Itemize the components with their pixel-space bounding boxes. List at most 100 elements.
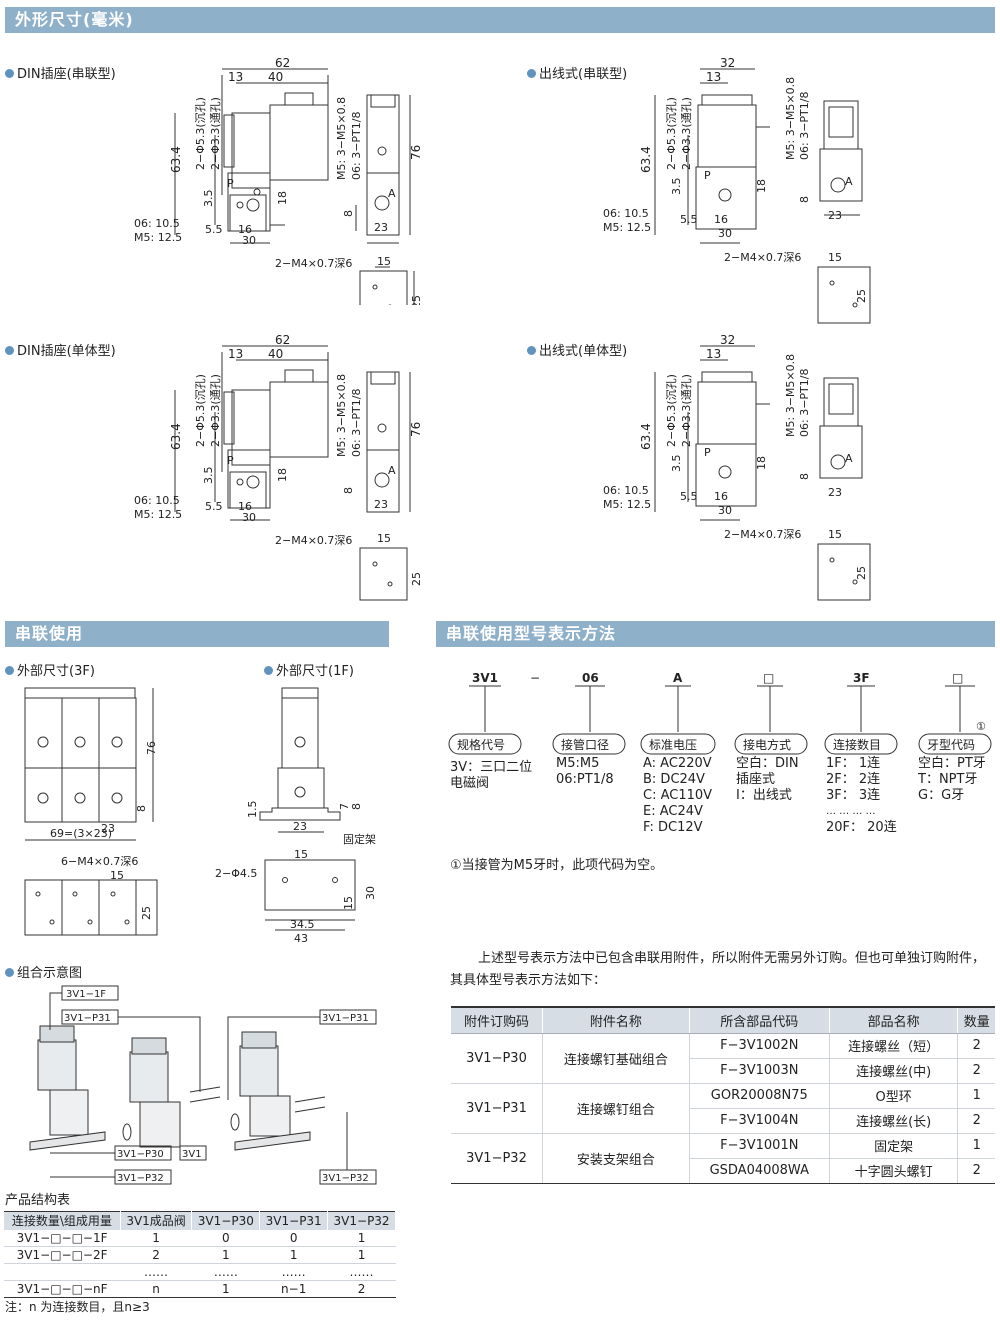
dim-hole1: 2−Φ5.3(沉孔) [194,97,207,170]
text-line: 1F： 1连 [826,756,881,771]
th-qty: 数量 [957,1007,995,1034]
model-col-spec: 3V：三口二位电磁阀 [450,760,532,792]
text-line: F: DC12V [643,820,703,835]
note-m5: M5: 12.5 [134,508,182,521]
label-voltage: 标准电压 [649,738,697,752]
dim-63-4: 63.4 [639,146,653,173]
dim-13: 13 [228,347,243,361]
dim-hole1: 2−Φ5.3(沉孔) [194,374,207,447]
dim-62: 62 [275,333,290,347]
note-06: 06: 10.5 [603,207,649,220]
dim-76: 76 [145,741,158,755]
dim-34-5: 34.5 [290,918,315,931]
dim-40: 40 [268,70,283,84]
dim-mount: 2−M4×0.7深6 [724,251,801,264]
cell-code: 3V1−P32 [451,1133,543,1184]
dim-30: 30 [718,227,732,240]
table-row: GSDA04008WA 十字圆头螺钉 2 [451,1158,995,1184]
dim-port-06: 06: 3−PT1/8 [350,389,363,457]
marker-1: ① [976,720,986,733]
dim-23: 23 [101,822,115,835]
label-count: 连接数目 [833,737,881,752]
dim-23: 23 [374,221,388,234]
table-cell: 3V1−□−□−1F [4,1229,121,1247]
text-line: … … … … [826,806,876,817]
dim-5-5: 5.5 [680,213,698,226]
cell-part-name: O型环 [829,1083,959,1109]
cell-part-name: 连接螺丝(长) [829,1108,959,1134]
dim-23: 23 [828,486,842,499]
dim-8: 8 [135,805,148,812]
dim-mount: 2−M4×0.7深6 [724,528,801,541]
cell-code: 3V1−P30 [451,1033,543,1084]
table-cell: 1 [327,1246,396,1264]
text-line: 20F： 20连 [826,820,897,835]
subtitle-ext-3f: 外部尺寸(3F) [5,660,95,679]
th-ps-4: 3V1−P32 [327,1211,396,1230]
dim-5-5: 5.5 [680,490,698,503]
dim-62: 62 [275,56,290,70]
cell-part: F−3V1002N [689,1033,830,1059]
table-cell: 2 [327,1280,396,1298]
table-cell [4,1263,121,1281]
dim-76: 76 [409,145,423,160]
text-line: T：NPT牙 [918,772,978,787]
section-bar-dimensions: 外形尺寸(毫米) [5,7,995,33]
cell-part: GSDA04008WA [689,1158,830,1184]
dim-hole2: 2−Φ3.3(通孔) [680,97,693,170]
dim-port-m5: M5: 3−M5×0.8 [784,354,797,437]
label-3v1-p31: 3V1−P31 [64,1013,111,1024]
text-line: 空白：DIN [736,756,799,771]
dim-13: 13 [706,70,721,84]
th-ps-2: 3V1−P30 [191,1211,261,1230]
table-row: 3V1−P32 安装支架组合 F−3V1001N 固定架 1 [451,1133,995,1184]
th-ps-1: 3V1成品阀 [120,1211,193,1230]
dim-30: 30 [364,886,377,900]
dim-15: 15 [377,532,391,545]
table-row: F−3V1003N 连接螺丝(中) 2 [451,1058,995,1084]
drawing-ext-3f: 76 23 8 69=(3×23) 6−M4×0.7深6 15 25 [24,687,158,936]
table-cell: …… [259,1263,328,1281]
table-row: 3V1−P30 连接螺钉基础组合 F−3V1002N 连接螺丝（短） 2 [451,1033,995,1084]
dim-40: 40 [268,347,283,361]
cell-part: F−3V1003N [689,1058,830,1084]
th-ps-3: 3V1−P31 [259,1211,329,1230]
product-structure-table: 连接数量\组成用量 3V1成品阀 3V1−P30 3V1−P31 3V1−P32… [4,1211,396,1298]
dim-3-5: 3.5 [670,455,683,473]
dim-16: 16 [238,500,252,513]
note-06: 06: 10.5 [134,217,180,230]
text-line: M5:M5 [556,756,600,771]
text-line: A: AC220V [643,756,712,771]
dim-port-m5: M5: 3−M5×0.8 [335,97,348,180]
dim-32: 32 [720,333,735,347]
dim-18: 18 [276,191,289,205]
text-line: 2F： 2连 [826,772,881,787]
dim-18: 18 [755,179,768,193]
drawing-din-single: 62 40 13 63.4 2−Φ5.3(沉孔) 2−Φ3.3(通孔) M5: … [134,333,423,601]
label-bracket: 固定架 [343,832,376,846]
dim-8: 8 [798,473,811,480]
dim-23: 23 [374,498,388,511]
drawing-ext-1f: 1.5 7 8 23 固定架 15 2−Φ4.5 15 30 34.5 43 [215,687,377,945]
dim-23: 23 [828,209,842,222]
dim-76: 76 [409,422,423,437]
text-line: E: AC24V [643,804,703,819]
label-3v1-p31-b: 3V1−P31 [322,1013,369,1024]
cell-part: F−3V1001N [689,1133,830,1159]
label-connection: 接电方式 [743,737,791,752]
label-p: P [704,169,711,182]
table-row: …………………… [4,1263,396,1281]
dim-mount: 2−M4×0.7深6 [275,534,352,547]
dim-63-4: 63.4 [639,423,653,450]
dim-port-m5: M5: 3−M5×0.8 [335,374,348,457]
cell-part-name: 十字圆头螺钉 [829,1158,959,1184]
dim-32: 32 [720,56,735,70]
model-code-diagram: 3V1 − 06 A □ 3F □ ① 规格代号 接管口径 标准电压 接电方式 … [448,671,992,755]
dim-15: 15 [294,848,308,861]
bullet-icon [5,968,14,977]
code-dash: − [530,671,540,685]
